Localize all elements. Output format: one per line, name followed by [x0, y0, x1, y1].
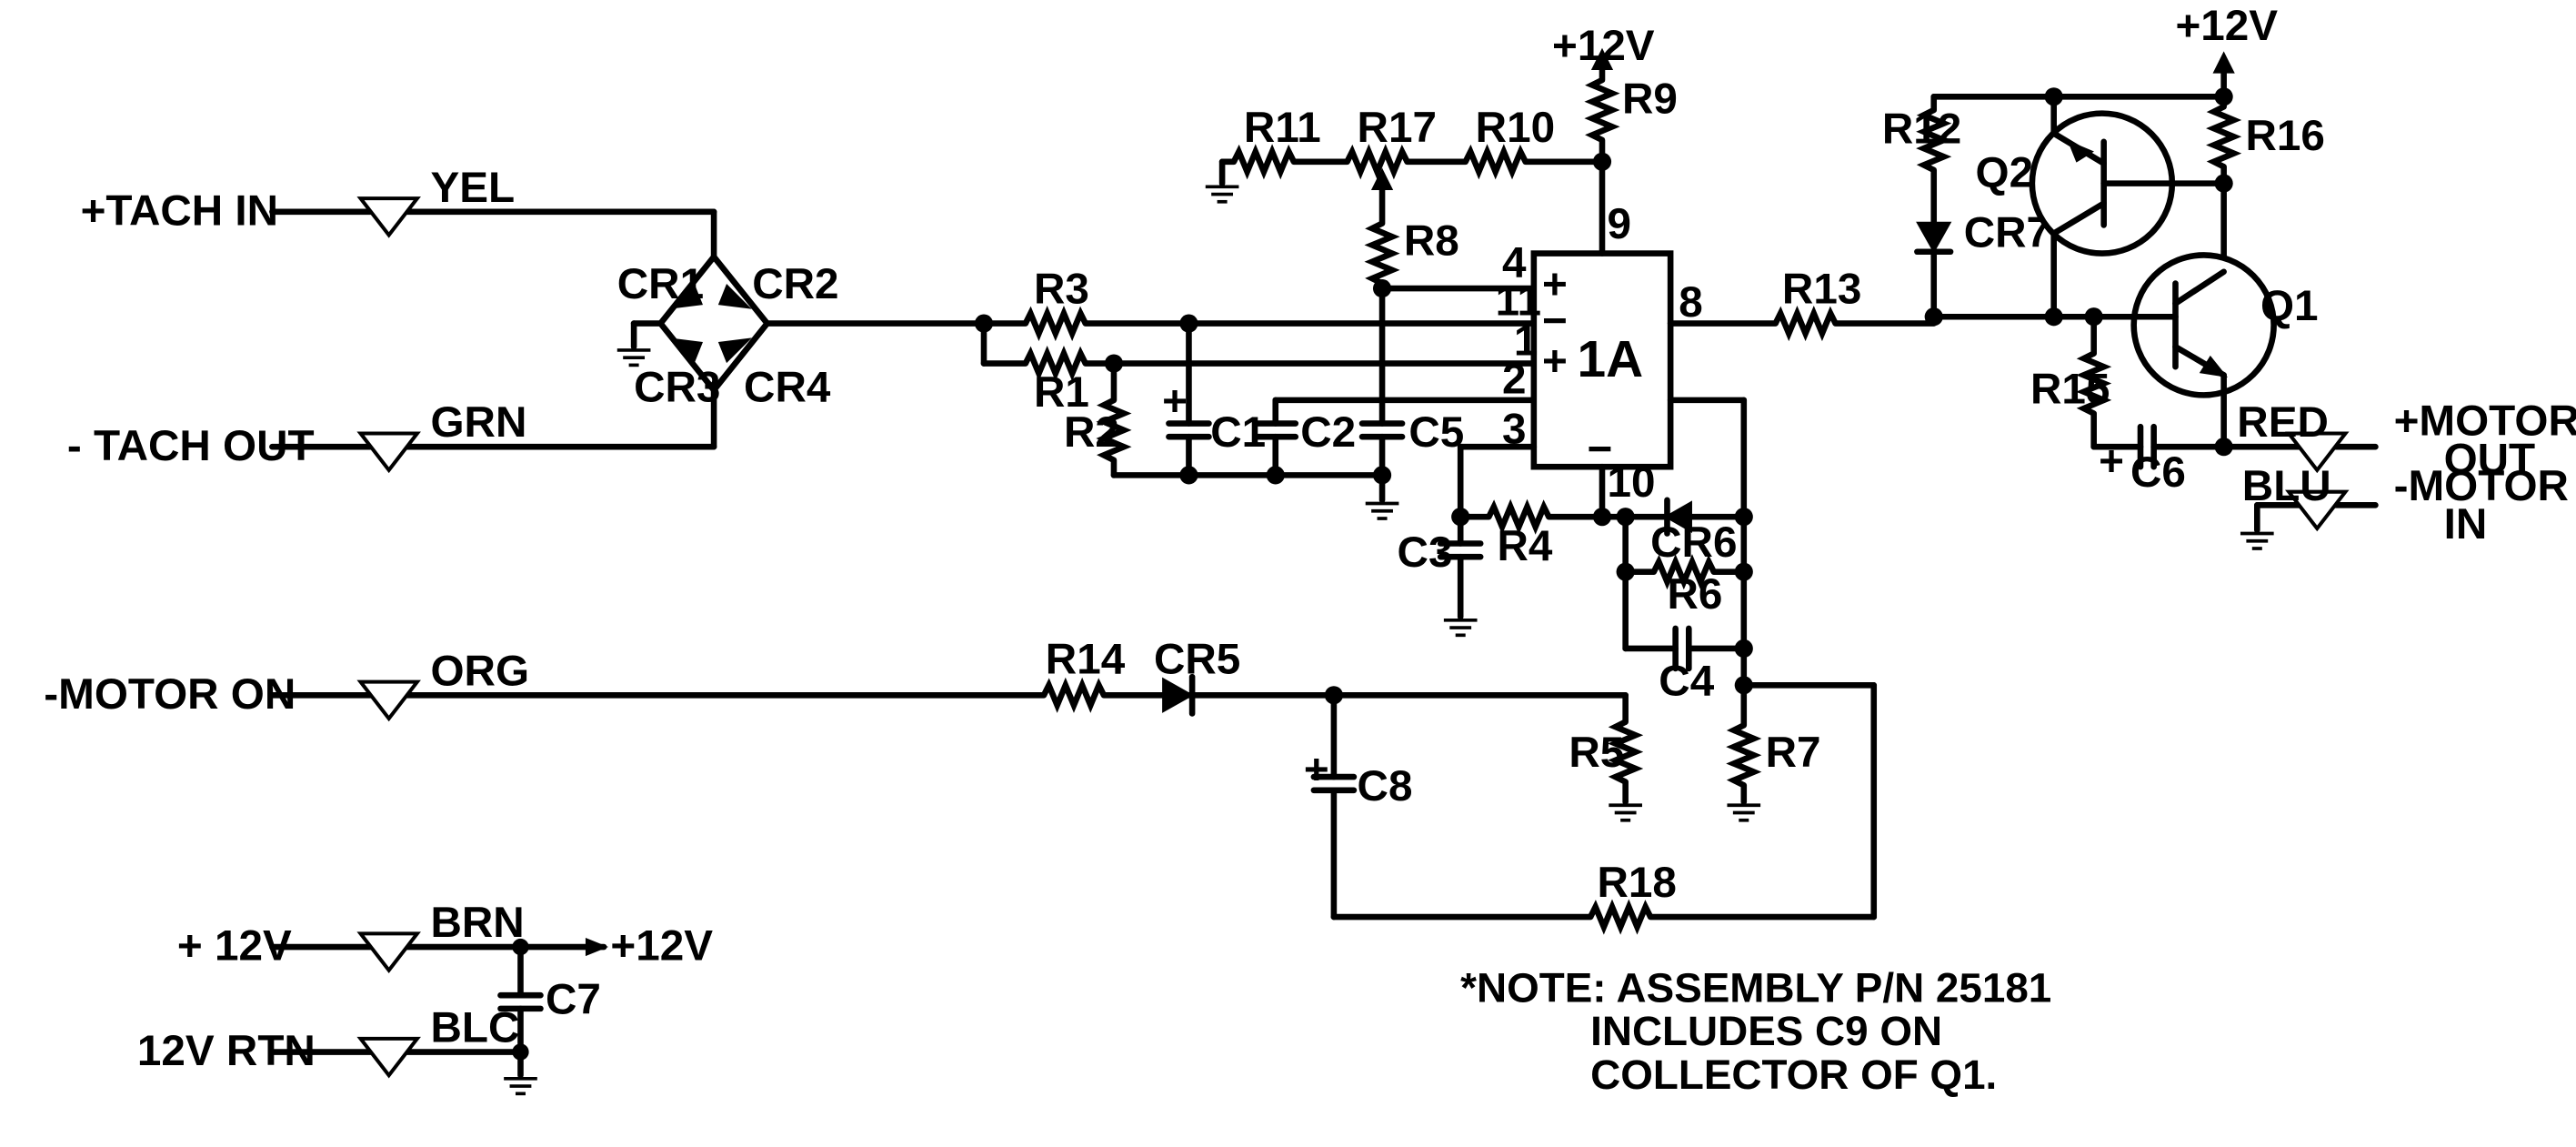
r13-label: R13	[1782, 266, 1861, 314]
motor-in-line1: -MOTOR	[2394, 462, 2569, 510]
output-stage: R13 +12V R12 CR7 Q2 R16	[1667, 2, 2325, 497]
motor-in-wire: BLU	[2242, 462, 2331, 510]
ic-pin4: 4	[1502, 238, 1527, 287]
cr7-label: CR7	[1964, 208, 2050, 257]
motor-in-connector: BLU -MOTOR IN	[2239, 462, 2569, 550]
q2-label: Q2	[1976, 148, 2034, 196]
r2-label: R2	[1064, 408, 1119, 457]
ic-pin11: 11	[1496, 277, 1541, 325]
motor-out-line2: OUT	[2444, 436, 2536, 484]
motor-out-wire: RED	[2237, 398, 2329, 447]
motor-out-connector: RED +MOTOR OUT	[2220, 397, 2576, 484]
motor-on-connector: -MOTOR ON ORG	[44, 647, 1047, 719]
r4-label: R4	[1498, 522, 1553, 570]
r16-label: R16	[2245, 112, 2324, 160]
r17-label: R17	[1358, 104, 1437, 152]
note-line3: COLLECTOR OF Q1.	[1590, 1051, 1997, 1098]
assembly-note: *NOTE: ASSEMBLY P/N 25181 INCLUDES C9 ON…	[1460, 965, 2051, 1098]
rtn-12v-wire: BLC	[430, 1004, 519, 1052]
ic-pin10: 10	[1607, 458, 1655, 507]
plus-12v-connector: + 12V BRN +12V	[177, 899, 713, 971]
tach-out-wire: GRN	[430, 398, 526, 447]
r18-label: R18	[1597, 859, 1676, 907]
c4-label: C4	[1659, 657, 1714, 705]
r9-label: R9	[1622, 75, 1678, 124]
r15-label: R15	[2030, 366, 2110, 414]
motor-on-label: -MOTOR ON	[44, 670, 296, 719]
cr1-label: CR1	[617, 260, 704, 308]
c3-label: C3	[1398, 528, 1453, 577]
r11-label: R11	[1244, 104, 1321, 152]
tach-in-label: +TACH IN	[81, 186, 278, 235]
c7-label: C7	[546, 975, 601, 1023]
q1-label: Q1	[2260, 282, 2319, 330]
ic-pin1: 1	[1514, 317, 1539, 365]
plus-12v-wire: BRN	[430, 899, 524, 947]
ic-pin9: 9	[1607, 200, 1631, 248]
ic-1a: 1A 4 11 1 2 3 + − + − 9 8 10 +12V R9	[1457, 22, 1748, 649]
r5-label: R5	[1569, 729, 1624, 777]
r10-label: R10	[1476, 104, 1555, 152]
motor-on-network: R14 CR5 R5 + C8 R18	[1041, 635, 1878, 935]
c5-label: C5	[1408, 408, 1464, 457]
tach-out-label: - TACH OUT	[67, 422, 315, 470]
bridge-rectifier: CR1 CR2 CR3 CR4	[615, 208, 987, 450]
rtn-12v-label: 12V RTN	[137, 1027, 316, 1075]
tach-in-connector: +TACH IN YEL	[81, 164, 717, 236]
tach-in-wire: YEL	[430, 164, 515, 212]
motor-out-line1: +MOTOR	[2394, 397, 2576, 445]
rtn-12v-connector: 12V RTN BLC	[137, 1004, 524, 1076]
r14-label: R14	[1046, 635, 1126, 683]
r7-label: R7	[1766, 729, 1821, 777]
cr5-label: CR5	[1154, 635, 1240, 683]
input-network: R3 R1 R2 + C1 C2	[974, 266, 1538, 485]
c6-label: C6	[2130, 448, 2186, 497]
cr3-label: CR3	[634, 364, 720, 412]
r8-label: R8	[1404, 216, 1459, 265]
r12-label: R12	[1882, 106, 1961, 154]
r3-label: R3	[1034, 266, 1089, 314]
ic-sign-pin11: −	[1542, 297, 1568, 345]
r6-label: R6	[1667, 570, 1722, 619]
plus-12v-net: +12V	[610, 922, 713, 971]
c6-polarity: +	[2099, 437, 2124, 485]
note-line1: *NOTE: ASSEMBLY P/N 25181	[1460, 965, 2051, 1011]
motor-in-line2: IN	[2444, 500, 2488, 548]
motor-on-wire: ORG	[430, 647, 529, 695]
c8-label: C8	[1358, 762, 1413, 810]
ic-pin2: 2	[1502, 356, 1527, 404]
offset-network: R11 R17 R10 R8 C5	[1203, 104, 1606, 520]
output-supply: +12V	[2175, 2, 2278, 50]
cr4-label: CR4	[744, 364, 831, 412]
tach-out-connector: - TACH OUT GRN	[67, 398, 717, 470]
plus-12v-label: + 12V	[177, 922, 292, 971]
r1-label: R1	[1034, 368, 1089, 417]
cr2-label: CR2	[752, 260, 838, 308]
ic-sign-pin1: +	[1542, 337, 1568, 385]
feedback-network: R4 C3 CR6 R6 C4	[1398, 463, 1878, 822]
ic-sign-pin4: +	[1542, 260, 1568, 308]
c2-label: C2	[1300, 408, 1356, 457]
ic-pin8: 8	[1679, 278, 1703, 327]
ic-supply: +12V	[1552, 22, 1655, 70]
ic-name: 1A	[1577, 331, 1643, 388]
c1-polarity: +	[1162, 377, 1188, 425]
c8-polarity: +	[1304, 745, 1329, 793]
c1-label: C1	[1210, 408, 1266, 457]
capacitor-c7: C7	[497, 938, 601, 1096]
note-line2: INCLUDES C9 ON	[1590, 1008, 1942, 1054]
